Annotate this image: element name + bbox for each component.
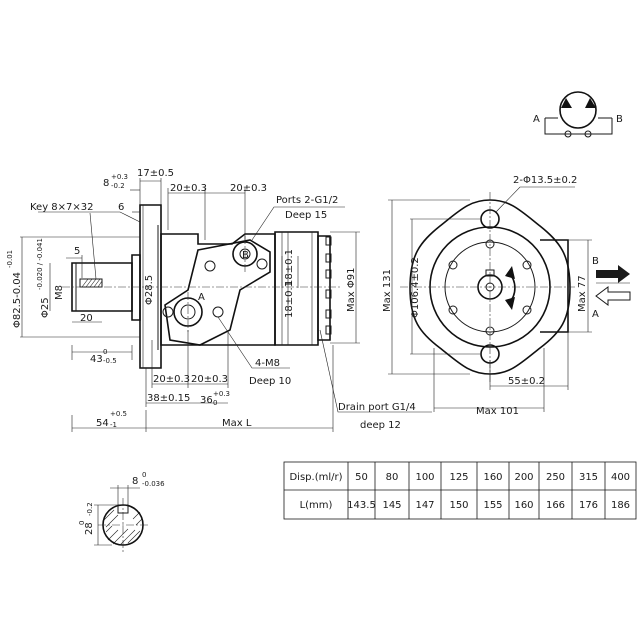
key-section: 8 0 -0.036 28 0 -0.2 (78, 471, 165, 552)
symbol-b: B (616, 114, 623, 125)
dim-m8: M8 (54, 285, 65, 300)
dim-43: 43 (90, 354, 103, 365)
dim-6: 6 (118, 202, 124, 213)
table-value-cell: 186 (611, 500, 630, 511)
side-view (62, 204, 340, 369)
dim-max-l: Max L (222, 418, 252, 429)
table-header-cell: 400 (611, 472, 630, 483)
m8-hole (256, 258, 268, 270)
arrow-a-letter: A (592, 309, 599, 320)
dim-17: 17±0.5 (137, 168, 174, 179)
arrow-b-letter: B (592, 256, 599, 267)
dim-28: Φ28.5 (144, 275, 155, 305)
table-value-cell: 160 (514, 500, 533, 511)
m8-label: 4-M8 (255, 358, 280, 369)
dim-38: 38±0.15 (147, 393, 190, 404)
dim-max131: Max 131 (382, 269, 393, 312)
dim-20-top-a: 20±0.3 (170, 183, 207, 194)
table-value-cell: 150 (449, 500, 468, 511)
table-header-cell: 160 (483, 472, 502, 483)
table-value-cell: L(mm) (300, 500, 333, 511)
port-plate (164, 239, 271, 346)
dim-20-top-b: 20±0.3 (230, 183, 267, 194)
port-a-letter: A (198, 292, 205, 303)
dim-pilot: Φ82.5-0.04 (12, 272, 23, 328)
key-8-tol-up: 0 (142, 471, 146, 479)
rear-cap (317, 235, 331, 341)
key-28-tol-dn: -0.2 (86, 502, 94, 516)
side-dimensions: 17±0.5 8 +0.3 -0.2 20±0.3 20±0.3 Ports 2… (6, 168, 432, 432)
dim-max91: Max Φ91 (346, 268, 357, 312)
dim-max77: Max 77 (577, 275, 588, 312)
motor-symbol-circle (559, 91, 597, 129)
table-value-cell: 147 (415, 500, 434, 511)
dim-36-tol-up: +0.3 (213, 390, 230, 398)
dim-43-tol-dn: -0.5 (103, 357, 117, 365)
displacement-table: Disp.(ml/r) 50 80 100 125 160 200 250 315 400L(mm… (283, 461, 637, 520)
symbol-a: A (533, 114, 540, 125)
dim-max101: Max 101 (476, 406, 519, 417)
flange (139, 204, 162, 369)
dim-20-shaft: 20 (80, 313, 93, 324)
table-header-cell: 100 (415, 472, 434, 483)
dim-54: 54 (96, 418, 109, 429)
motor-body (160, 233, 276, 346)
port-b-letter: B (242, 250, 249, 261)
table-value-cell: 176 (579, 500, 598, 511)
table-header-cell: 125 (449, 472, 468, 483)
dim-54-tol-up: +0.5 (110, 410, 127, 418)
arrow-right-icon (596, 265, 630, 283)
dim-18a: 18±0.1 (284, 249, 295, 286)
holes-label: 2-Φ13.5±0.2 (513, 175, 577, 186)
key-label: Key 8×7×32 (30, 202, 94, 213)
front-view (400, 192, 575, 382)
dim-18b: 18±0.1 (284, 281, 295, 318)
key-8: 8 (132, 476, 138, 487)
table-header-cell: 200 (514, 472, 533, 483)
dim-43-tol-up: 0 (103, 348, 107, 356)
dim-pilot-tol: -0.01 (6, 250, 14, 268)
drain-deep: deep 12 (360, 420, 401, 431)
front-dimensions: 2-Φ13.5±0.2 Max 131 Φ106.4±0.2 Max 77 55… (382, 175, 631, 417)
rear-housing (274, 231, 319, 346)
dim-55: 55±0.2 (508, 376, 545, 387)
dim-shaft-dia: Φ25 (40, 297, 51, 318)
table-value-cell: 145 (382, 500, 401, 511)
table-value-cell: 155 (483, 500, 502, 511)
table-value-cell: 143.5 (347, 500, 376, 511)
m8-hole (212, 306, 224, 318)
dim-shaft-tol: -0.020 / -0.041 (36, 238, 44, 290)
arrow-left-icon (595, 286, 631, 306)
table-header-cell: Disp.(ml/r) (289, 472, 342, 483)
dim-20-bot-a: 20±0.3 (153, 374, 190, 385)
m8-hole (162, 306, 174, 318)
ports-label: Ports 2-G1/2 (276, 195, 338, 206)
hydraulic-symbol: A B (533, 91, 623, 138)
dim-36-tol-dn: 0 (213, 399, 217, 407)
key-28-tol-up: 0 (78, 521, 86, 525)
key-28: 28 (84, 522, 95, 535)
drain-label: Drain port G1/4 (338, 402, 416, 413)
dim-8: 8 (103, 178, 109, 189)
table-header-cell: 315 (579, 472, 598, 483)
m8-deep: Deep 10 (249, 376, 291, 387)
dim-5: 5 (74, 246, 80, 257)
key-8-tol-dn: -0.036 (142, 480, 165, 488)
dim-36: 36 (200, 395, 213, 406)
dim-8-tol-up: +0.3 (111, 173, 128, 181)
dim-54-tol-dn: -1 (110, 421, 117, 429)
dim-106: Φ106.4±0.2 (410, 257, 421, 318)
ports-deep: Deep 15 (285, 210, 327, 221)
table-value-cell: 166 (546, 500, 565, 511)
m8-hole (204, 260, 216, 272)
table-header-cell: 80 (386, 472, 399, 483)
table-header-cell: 50 (355, 472, 368, 483)
dim-20-bot-b: 20±0.3 (191, 374, 228, 385)
dim-8-tol-dn: -0.2 (111, 182, 125, 190)
table-header-cell: 250 (546, 472, 565, 483)
